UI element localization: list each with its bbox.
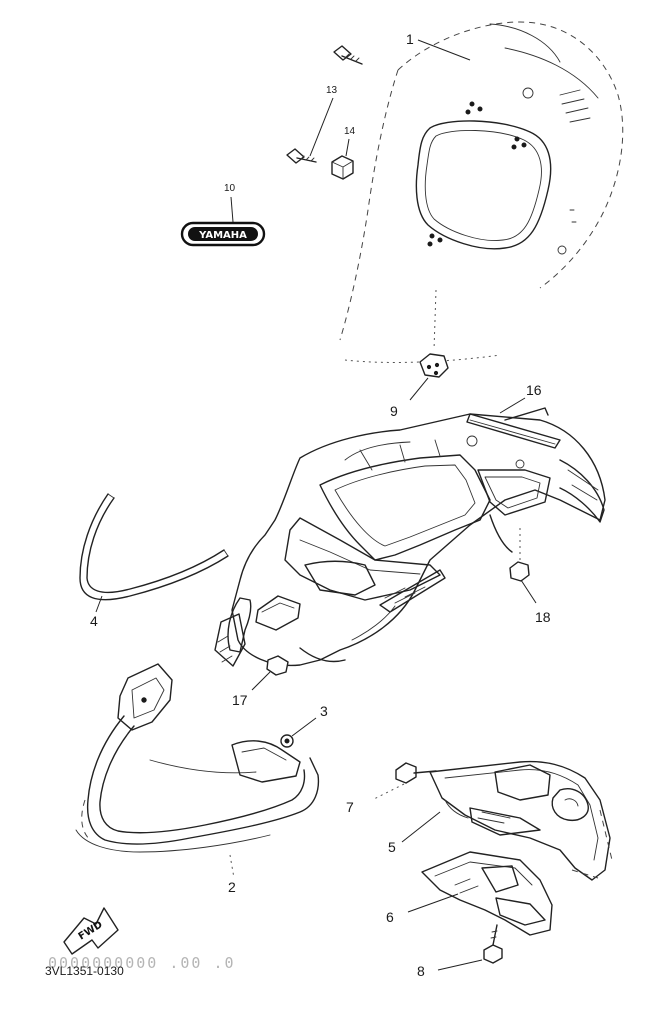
part-label-8: 8: [417, 963, 425, 979]
catalog-code: 3VL1351-0130: [45, 964, 124, 978]
part-label-9: 9: [390, 403, 398, 419]
nut-18: [509, 528, 537, 604]
part-label-17: 17: [232, 692, 248, 708]
side-cover-2: [75, 663, 320, 879]
clip-17: [251, 655, 289, 691]
part-label-7: 7: [346, 799, 354, 815]
part-label-6: 6: [386, 909, 394, 925]
part-label-5: 5: [388, 839, 396, 855]
screw-8: [437, 924, 503, 971]
nut-14: [331, 138, 354, 180]
leader-1: [417, 39, 471, 61]
headlight-cowl: [339, 21, 624, 363]
part-label-13: 13: [326, 85, 338, 96]
part-label-1: 1: [406, 31, 414, 47]
under-tray-5: [401, 760, 613, 881]
emblem-text: YAMAHA: [198, 230, 247, 241]
part-label-10: 10: [224, 183, 236, 194]
yamaha-emblem: YAMAHA: [180, 196, 266, 247]
part-label-14: 14: [344, 126, 356, 137]
bracket-6: [407, 851, 553, 936]
part-label-2: 2: [228, 879, 236, 895]
bolt-7: [371, 762, 437, 801]
seal-strip-4: [79, 493, 229, 613]
part-label-18: 18: [535, 609, 551, 625]
fwd-arrow-icon: FWD: [63, 907, 119, 955]
screw-3: [280, 717, 317, 748]
faint-code-text: 0000000000 .00 .0: [48, 954, 236, 972]
rear-fender-body: [214, 397, 606, 667]
grommet-9: [409, 289, 449, 401]
part-label-4: 4: [90, 613, 98, 629]
part-label-16: 16: [526, 382, 542, 398]
part-label-3: 3: [320, 703, 328, 719]
bolt-13: [286, 45, 363, 164]
